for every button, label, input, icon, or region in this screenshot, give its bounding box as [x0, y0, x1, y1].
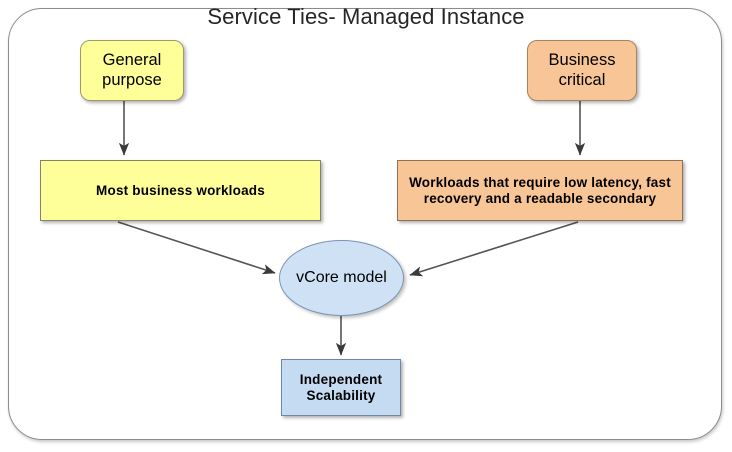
node-vcore-model-label: vCore model — [296, 268, 387, 286]
node-most-business-workloads[interactable]: Most business workloads — [40, 160, 321, 221]
edge-workloads-requirements-to-vcore-model — [409, 221, 579, 277]
node-workloads-requirements-label: Workloads that require low latency, fast… — [409, 174, 671, 206]
node-most-business-workloads-label: Most business workloads — [96, 182, 265, 198]
node-vcore-model[interactable]: vCore model — [279, 240, 404, 316]
node-independent-scalability-label: Independent Scalability — [299, 371, 383, 403]
edge-most-business-workloads-to-vcore-model — [117, 221, 276, 275]
node-independent-scalability[interactable]: Independent Scalability — [281, 359, 401, 416]
node-business-critical-label: Business critical — [548, 51, 616, 89]
node-workloads-requirements[interactable]: Workloads that require low latency, fast… — [397, 160, 683, 221]
node-general-purpose-label: General purpose — [102, 51, 162, 89]
node-business-critical[interactable]: Business critical — [527, 40, 637, 101]
node-general-purpose[interactable]: General purpose — [80, 40, 184, 101]
diagram-title: Service Ties- Managed Instance — [207, 4, 525, 29]
